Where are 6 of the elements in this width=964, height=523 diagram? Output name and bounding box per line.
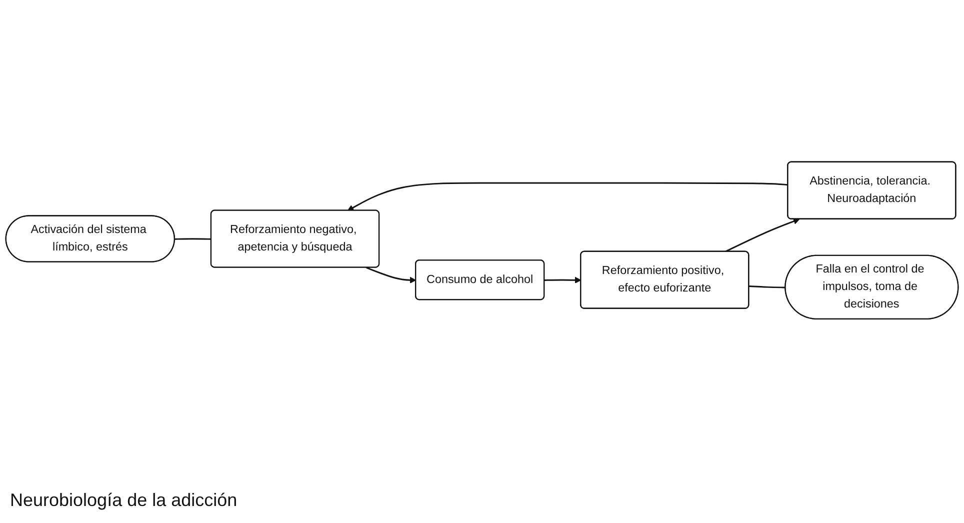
connector bbox=[174, 238, 212, 240]
arrow bbox=[544, 276, 582, 283]
arrow bbox=[366, 266, 416, 283]
connector bbox=[748, 285, 786, 288]
arrow bbox=[347, 182, 788, 211]
caption: Neurobiología de la adicción bbox=[10, 490, 238, 511]
